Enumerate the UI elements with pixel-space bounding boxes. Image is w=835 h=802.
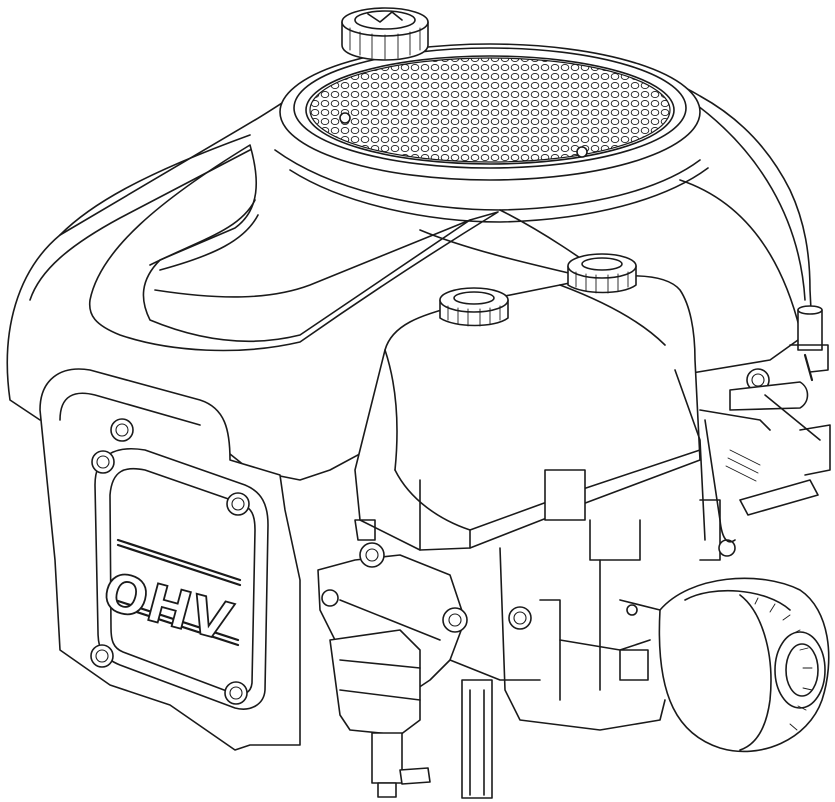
carburetor: [317, 519, 532, 799]
air-filter-cover: [279, 43, 701, 181]
valve-cover-bolts: [90, 418, 250, 705]
throttle-linkage: [674, 305, 831, 543]
fuel-tank: [354, 275, 701, 551]
oil-fill-cap: [341, 7, 429, 61]
oil-filter: [658, 577, 830, 753]
fuel-cap: [439, 287, 509, 327]
shroud-panel: [88, 144, 499, 352]
fuel-cap-rear: [567, 253, 637, 294]
crankcase: [449, 469, 736, 731]
